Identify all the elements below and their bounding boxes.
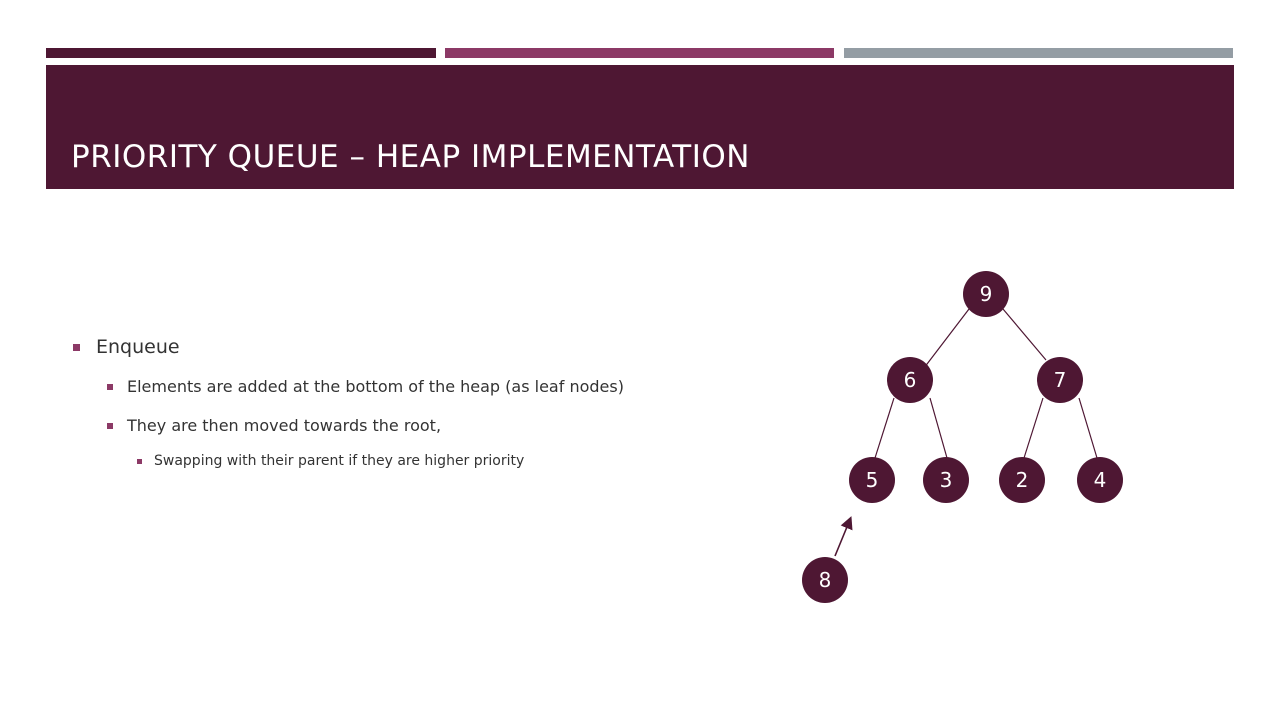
node-label: 8 [819,568,832,592]
edge-6-5 [874,397,895,459]
edge-9-6 [923,308,970,369]
square-bullet-icon [107,422,113,429]
node-circle [923,457,969,503]
accent-bar-dark [46,48,436,58]
heap-svg: 9 6 7 5 3 2 4 [802,271,1123,603]
square-bullet-icon [107,383,113,390]
node-circle [849,457,895,503]
edge-7-2 [1023,397,1044,459]
node-circle [999,457,1045,503]
bullet-text: Enqueue [96,336,180,358]
bullet-text: Swapping with their parent if they are h… [154,453,525,469]
bullet-text: Elements are added at the bottom of the … [127,377,624,396]
node-label: 2 [1016,468,1029,492]
heap-node: 2 [999,457,1045,503]
node-circle [1037,357,1083,403]
new-node: 8 [802,557,848,603]
accent-bar-gray [844,48,1233,58]
bullet-moved-toward-root: They are then moved towards the root, [107,416,441,435]
content-area: Enqueue Elements are added at the bottom… [73,336,624,469]
accent-bar-magenta [445,48,834,58]
heap-node: 9 [963,271,1009,317]
title-band: PRIORITY QUEUE – HEAP IMPLEMENTATION [46,65,1234,189]
heap-node: 7 [1037,357,1083,403]
node-label: 9 [980,282,993,306]
square-bullet-icon [73,343,80,351]
heap-node: 5 [849,457,895,503]
node-label: 7 [1054,368,1067,392]
node-label: 4 [1094,468,1107,492]
heap-diagram: 9 6 7 5 3 2 4 [760,230,1240,630]
bullet-text: They are then moved towards the root, [127,416,442,435]
heap-node: 3 [923,457,969,503]
edge-6-3 [929,397,948,459]
heap-node: 4 [1077,457,1123,503]
heap-node: 6 [887,357,933,403]
node-label: 6 [904,368,917,392]
bullet-added-at-bottom: Elements are added at the bottom of the … [107,377,624,396]
edge-7-4 [1078,397,1098,459]
edge-9-7 [1002,308,1047,361]
node-circle [1077,457,1123,503]
node-circle [963,271,1009,317]
node-label: 3 [940,468,953,492]
slide-title: PRIORITY QUEUE – HEAP IMPLEMENTATION [71,139,750,175]
insert-arrow [834,516,853,557]
bullet-swapping: Swapping with their parent if they are h… [137,453,524,469]
node-circle [887,357,933,403]
bullet-enqueue: Enqueue [73,336,180,358]
heap-edges [874,308,1098,459]
node-circle [802,557,848,603]
square-bullet-icon [137,458,142,464]
node-label: 5 [866,468,879,492]
